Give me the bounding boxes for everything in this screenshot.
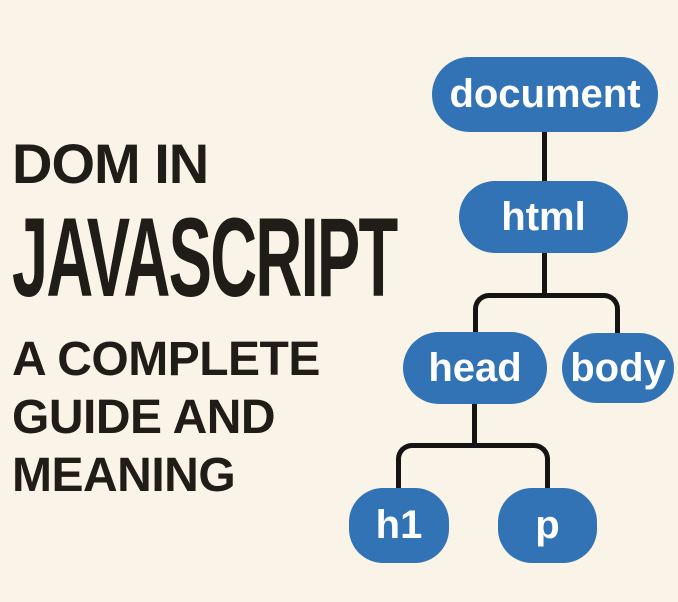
tree-node-body-label: body [570,345,666,390]
edge-document-html [542,130,547,183]
tree-node-head: head [403,332,547,404]
tree-node-body: body [562,333,674,403]
tree-node-html-label: html [501,194,586,239]
edge-html-head-body-branch [473,293,620,333]
subtitle-line-1: A COMPLETE [12,333,320,386]
title-javascript: JAVASCRIPT [12,195,398,320]
tree-node-h1-label: h1 [375,503,423,547]
subtitle-line-2: GUIDE AND [12,391,276,444]
tree-node-p-label: p [535,503,560,547]
title-dom-in: DOM IN [12,132,209,195]
tree-node-document-label: document [449,72,641,116]
tree-node-html: html [459,181,628,253]
tree-node-head-label: head [428,345,522,390]
subtitle-line-3: MEANING [12,449,236,502]
tree-node-p: p [498,488,597,563]
edge-head-h1-p-branch [396,443,550,488]
edge-head-stem [472,402,477,445]
tree-node-h1: h1 [349,488,449,563]
edge-html-stem [542,251,547,295]
tree-node-document: document [432,57,658,132]
subtitle: A COMPLETE GUIDE AND MEANING [12,331,320,505]
